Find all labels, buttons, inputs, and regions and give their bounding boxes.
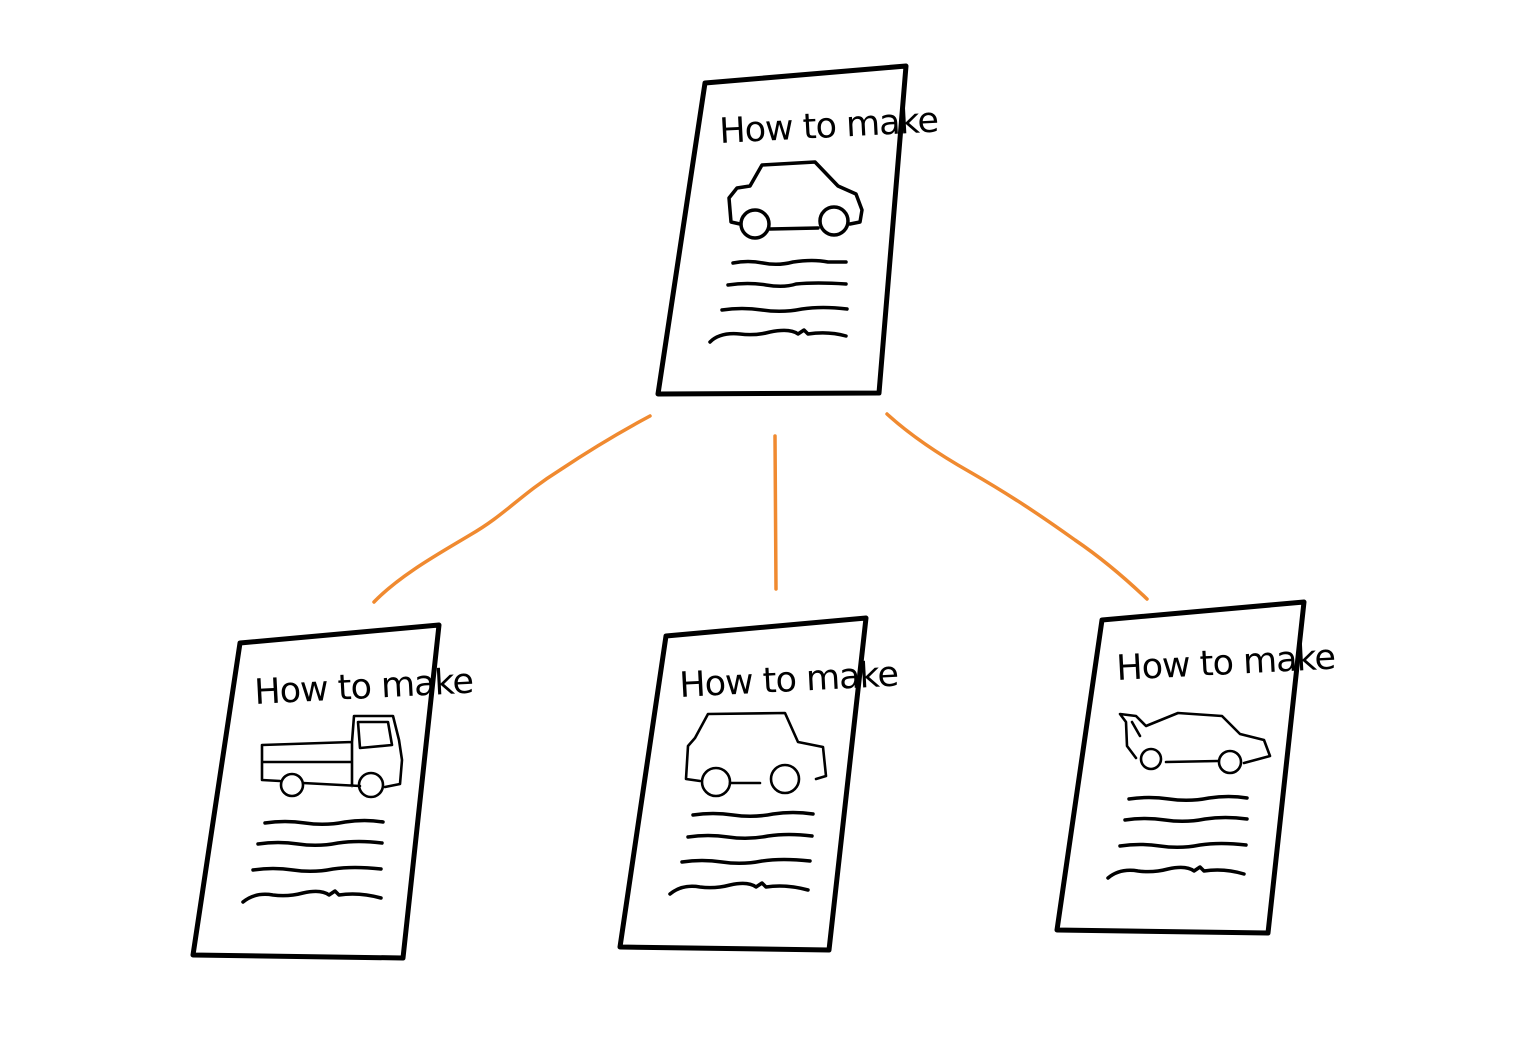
sports-car-icon bbox=[1118, 711, 1272, 775]
connectors bbox=[372, 412, 1149, 604]
car-icon bbox=[727, 160, 864, 240]
document-child-3: How to make bbox=[1054, 599, 1336, 936]
connector-root-to-child-2 bbox=[773, 434, 778, 591]
truck-icon bbox=[260, 714, 404, 799]
connector-root-to-child-3 bbox=[885, 412, 1149, 601]
document-child-2: How to make bbox=[617, 615, 899, 953]
document-child-1: How to make bbox=[190, 622, 474, 961]
text-lines-icon bbox=[708, 258, 849, 344]
text-lines-icon bbox=[668, 810, 815, 896]
document-sheet bbox=[1054, 599, 1307, 936]
hatchback-icon bbox=[684, 711, 828, 798]
text-lines-icon bbox=[1106, 794, 1249, 880]
document-root: How to make bbox=[655, 63, 939, 397]
document-sheet bbox=[190, 622, 442, 961]
connector-root-to-child-1 bbox=[372, 414, 652, 604]
text-lines-icon bbox=[241, 818, 385, 904]
